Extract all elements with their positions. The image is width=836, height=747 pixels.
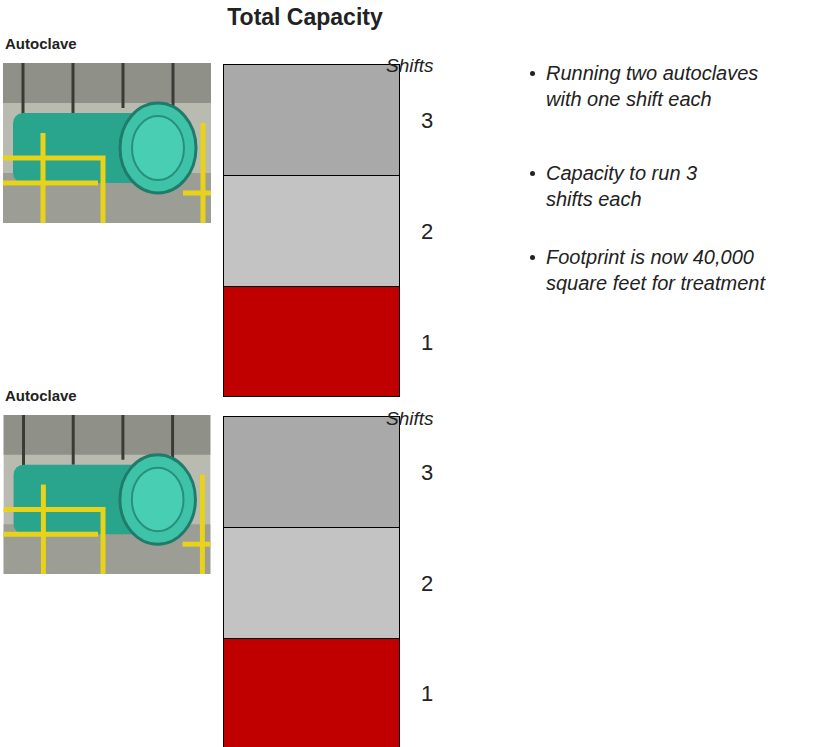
shift-box: 3 xyxy=(223,64,400,176)
shift-number: 2 xyxy=(421,219,433,245)
bullet-note: Footprint is now 40,000 square feet for … xyxy=(546,244,781,296)
bullet-point xyxy=(530,171,535,176)
shift-box: 1 xyxy=(223,286,400,397)
axis-label: Shifts xyxy=(386,408,434,430)
shift-box: 2 xyxy=(223,527,400,639)
shift-box: 3 xyxy=(223,416,400,528)
equipment-label: Autoclave xyxy=(5,35,77,52)
shift-number: 3 xyxy=(421,460,433,486)
autoclave-photo xyxy=(3,415,211,574)
shift-number: 1 xyxy=(421,681,433,707)
equipment-label: Autoclave xyxy=(5,387,77,404)
shift-number: 2 xyxy=(421,571,433,597)
diagram-title: Total Capacity xyxy=(0,4,610,31)
bullet-point xyxy=(530,255,535,260)
shift-number: 3 xyxy=(421,108,433,134)
shift-box: 2 xyxy=(223,175,400,287)
bullet-note: Running two autoclaves with one shift ea… xyxy=(546,60,781,112)
bullet-point xyxy=(530,71,535,76)
autoclave-photo xyxy=(3,63,211,223)
shift-number: 1 xyxy=(421,330,433,356)
bullet-note: Capacity to run 3 shifts each xyxy=(546,160,721,212)
axis-label: Shifts xyxy=(386,55,434,77)
shift-box: 1 xyxy=(223,638,400,747)
